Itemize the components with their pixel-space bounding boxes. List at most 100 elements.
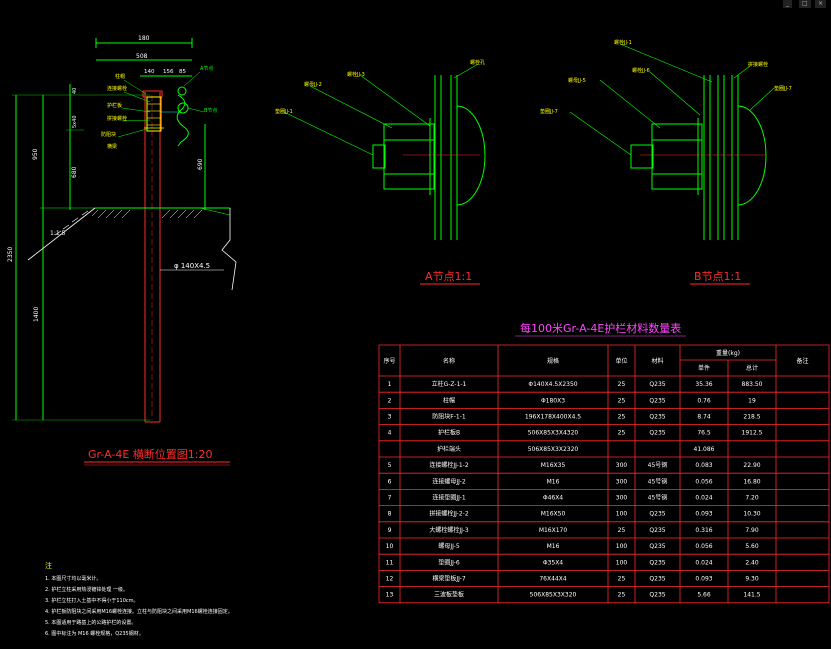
dim-508: 508 xyxy=(136,53,148,60)
detail-a-title: A节点1:1 xyxy=(425,270,472,283)
table-cell: 0.056 xyxy=(695,478,712,485)
table-cell: 0.76 xyxy=(697,397,711,404)
table-cell: Q235 xyxy=(649,397,665,404)
table-cell: 8.74 xyxy=(697,414,711,421)
table-header-weight: 重量(kg) xyxy=(716,349,740,357)
table-cell: 100 xyxy=(616,559,628,566)
close-button[interactable]: × xyxy=(815,0,827,8)
callout-rail: 护栏板 xyxy=(107,102,122,109)
table-cell: 16.80 xyxy=(743,478,760,485)
table-cell: 19 xyxy=(748,397,756,404)
table-cell: 三波板垫板 xyxy=(434,591,464,599)
table-cell: 9.30 xyxy=(745,576,759,583)
table-cell: 4 xyxy=(388,430,392,437)
table-cell: 10 xyxy=(386,543,394,550)
detail-a-label-2: 螺母JJ-2 xyxy=(304,81,322,88)
table-cell: 2.40 xyxy=(745,559,759,566)
table-cell: 连接垫圈JJ-1 xyxy=(432,494,465,502)
table-cell: 13 xyxy=(386,592,394,599)
detail-a-label-1: 螺栓JJ-3 xyxy=(347,71,365,78)
table-header-remark: 备注 xyxy=(796,357,808,365)
table-cell: Q235 xyxy=(649,527,665,534)
table-cell: 35.36 xyxy=(695,381,712,388)
table-cell: 25 xyxy=(618,592,626,599)
table-cell: 0.093 xyxy=(695,576,712,583)
table-cell: Q235 xyxy=(649,559,665,566)
table-cell: 218.5 xyxy=(743,414,760,421)
table-cell: Q235 xyxy=(649,592,665,599)
table-cell: 45号钢 xyxy=(648,461,668,469)
table-cell: 0.083 xyxy=(695,462,712,469)
dim-690: 690 xyxy=(197,158,204,170)
table-cell: 连接螺栓JJ-1-2 xyxy=(429,461,468,469)
table-cell: 横梁垫板JJ-7 xyxy=(432,575,465,583)
table-cell: 垫圈JJ-6 xyxy=(438,558,459,566)
table-cell: 连接螺母JJ-2 xyxy=(432,477,465,485)
notes-block: 注 1. 本图尺寸均以毫米计。 2. 护栏立柱采用热浸镀锌处理 一级。 3. 护… xyxy=(45,561,233,637)
table-cell: Φ46X4 xyxy=(543,495,563,502)
table-cell: 300 xyxy=(616,495,628,502)
pipe-spec: φ 140X4.5 xyxy=(174,262,210,270)
table-cell: Φ180X3 xyxy=(541,397,565,404)
table-subheader-unit-weight: 单件 xyxy=(698,364,710,372)
dim-top-total: 180 xyxy=(138,35,150,42)
table-cell: 300 xyxy=(616,462,628,469)
table-cell: 22.90 xyxy=(743,462,760,469)
table-cell: 5 xyxy=(388,462,392,469)
table-cell: 100 xyxy=(616,543,628,550)
table-cell: 12 xyxy=(386,576,394,583)
callout-node-b: B节点 xyxy=(204,108,217,114)
dim-2350: 2350 xyxy=(7,247,14,262)
detail-a-label-4: 螺栓孔 xyxy=(470,59,485,66)
slope-label: 1:1.5 xyxy=(50,230,66,237)
detail-a: 螺栓JJ-3 螺母JJ-2 垫圈JJ-1 螺栓孔 A节点1:1 xyxy=(275,59,486,285)
table-cell: 25 xyxy=(618,397,626,404)
table-cell: 506X85X3X4320 xyxy=(528,430,579,437)
table-cell: 41.086 xyxy=(694,446,715,453)
table-cell: M16X50 xyxy=(541,511,566,518)
table-cell: 45号钢 xyxy=(648,494,668,502)
detail-b: 螺栓JJ-1 螺栓JJ-6 螺母JJ-5 垫圈JJ-7 拼接螺栓 垫圈JJ-7 … xyxy=(540,39,792,285)
dim-156: 156 xyxy=(163,69,174,75)
detail-b-label-1: 螺栓JJ-1 xyxy=(614,39,632,46)
dim-950: 950 xyxy=(32,148,39,160)
table-cell: 大螺栓螺栓JJ-3 xyxy=(429,526,468,534)
left-view-title: Gr-A-4E 横断位置图1:20 xyxy=(88,447,212,461)
dim-680: 680 xyxy=(71,166,78,178)
table-cell: 3 xyxy=(388,414,392,421)
table-cell: 76.5 xyxy=(697,430,711,437)
note-line-2: 2. 护栏立柱采用热浸镀锌处理 一级。 xyxy=(45,586,128,593)
minimize-button[interactable]: _ xyxy=(783,0,792,8)
table-title: 每100米Gr-A-4E护栏材料数量表 xyxy=(520,321,681,335)
maximize-button[interactable]: □ xyxy=(799,0,811,8)
table-cell: 25 xyxy=(618,527,626,534)
table-cell: 7 xyxy=(388,495,392,502)
callout-node-a: A节点 xyxy=(200,66,213,72)
dim-1400: 1400 xyxy=(33,307,40,322)
note-line-6: 6. 图中标注为 M16 螺栓规格，Q235钢材。 xyxy=(45,630,144,637)
table-cell: 0.056 xyxy=(695,543,712,550)
left-cross-section: 180 508 140 156 85 xyxy=(7,35,237,466)
table-cell: 6 xyxy=(388,478,392,485)
table-cell: 25 xyxy=(618,576,626,583)
note-line-5: 5. 本图适用于路基上的公路护栏的设置。 xyxy=(45,619,136,626)
table-cell: M16 xyxy=(547,478,560,485)
note-line-3: 3. 护栏立柱打入土基中不得小于110cm。 xyxy=(45,597,139,604)
table-cell: Q235 xyxy=(649,430,665,437)
materials-table: 每100米Gr-A-4E护栏材料数量表 序号名称规格单位材料重量(kg)备注单件… xyxy=(378,321,830,604)
callout-cap: 柱帽 xyxy=(115,73,125,80)
table-cell: 拼接螺栓JJ-2-2 xyxy=(429,510,468,518)
table-cell: M16 xyxy=(547,543,560,550)
table-cell: 1912.5 xyxy=(742,430,763,437)
table-cell: 10.30 xyxy=(743,511,760,518)
note-line-1: 1. 本图尺寸均以毫米计。 xyxy=(45,575,101,582)
detail-b-title: B节点1:1 xyxy=(694,270,741,283)
table-cell: 9 xyxy=(388,527,392,534)
table-cell: 76X44X4 xyxy=(539,576,566,583)
detail-b-label-6: 垫圈JJ-7 xyxy=(774,85,792,92)
table-grid xyxy=(378,344,830,604)
table-cell: 8 xyxy=(388,511,392,518)
table-header-spec: 规格 xyxy=(547,357,559,365)
